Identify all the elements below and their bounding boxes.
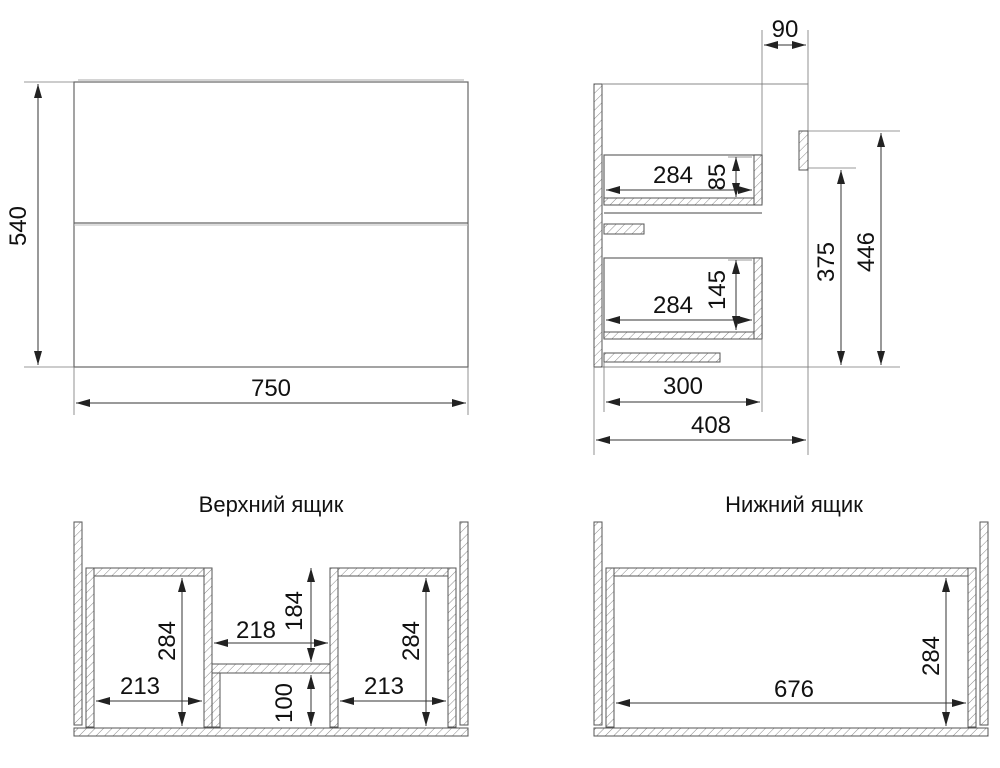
upper-height-label: 85 [704, 164, 731, 191]
front-height-label: 540 [5, 206, 32, 246]
top-left-outer-wall [73, 521, 83, 726]
bottom-width-label: 676 [774, 676, 814, 703]
front-view: 540 750 [5, 79, 469, 415]
bottom-compartment-right [967, 567, 977, 728]
side-view: 90 284 85 284 145 375 446 300 408 [593, 16, 900, 455]
front-width-label: 750 [251, 375, 291, 402]
left-compartment-right [203, 567, 213, 728]
upper-drawer-back [753, 154, 763, 206]
total-depth-label: 408 [691, 412, 731, 439]
bottom-left-outer-wall [593, 521, 603, 726]
right-compartment-right [447, 567, 457, 728]
bottom-drawer-title: Нижний ящик [725, 492, 863, 517]
side-front-panel [593, 83, 603, 368]
right-compartment-left [329, 567, 339, 728]
lower-drawer-back [753, 257, 763, 340]
bottom-depth-label: 284 [918, 636, 945, 676]
top-right-outer-wall [459, 521, 469, 726]
right-depth-label: 284 [398, 621, 425, 661]
upper-runner [603, 223, 645, 235]
middle-bottom-label: 100 [271, 683, 298, 723]
right-compartment-top [329, 567, 457, 577]
middle-shelf [211, 663, 331, 674]
lower-drawer-bottom [603, 331, 763, 340]
side-body-outline [602, 83, 809, 368]
middle-top-label: 184 [281, 591, 308, 631]
bottom-compartment-left [605, 567, 615, 728]
drawer-depth-label: 300 [663, 373, 703, 400]
upper-depth-label: 284 [653, 162, 693, 189]
lower-height-label: 145 [704, 270, 731, 310]
top-drawer-plan: Верхний ящик 213 284 218 184 100 213 284 [73, 492, 469, 737]
bottom-bottom-panel [593, 727, 989, 737]
lower-runner [603, 352, 721, 363]
bottom-right-outer-wall [979, 521, 989, 726]
upper-drawer-bottom [603, 197, 763, 206]
top-bottom-panel [73, 727, 469, 737]
left-compartment-left [85, 567, 95, 728]
left-compartment-top [85, 567, 213, 577]
left-depth-label: 284 [154, 621, 181, 661]
bottom-drawer-plan: Нижний ящик 676 284 [593, 492, 989, 737]
left-width-label: 213 [120, 673, 160, 700]
wall-bracket [798, 130, 809, 171]
middle-width-label: 218 [236, 617, 276, 644]
total-height-label: 446 [853, 232, 880, 272]
top-offset-label: 90 [772, 16, 799, 43]
right-width-label: 213 [364, 673, 404, 700]
lower-depth-label: 284 [653, 292, 693, 319]
bottom-compartment-top [605, 567, 977, 577]
top-drawer-title: Верхний ящик [199, 492, 344, 517]
inner-height-label: 375 [813, 242, 840, 282]
